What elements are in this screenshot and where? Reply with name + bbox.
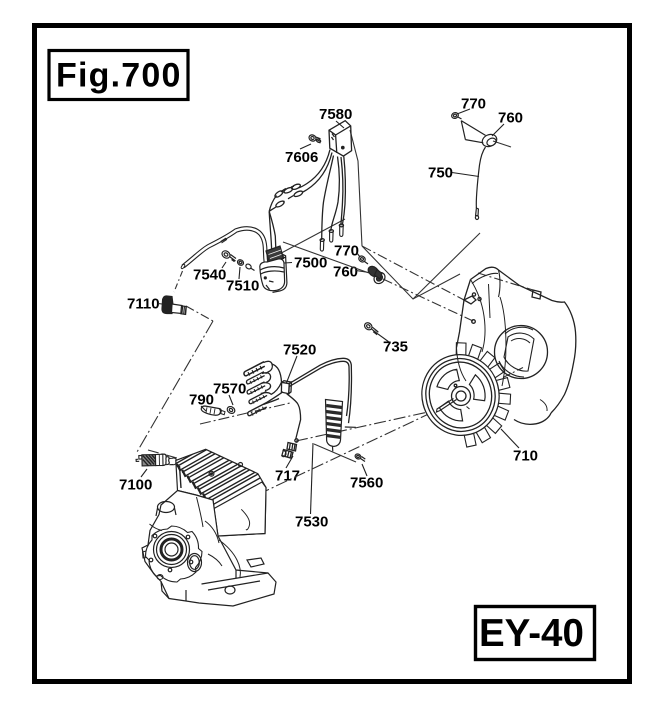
svg-text:7530: 7530 <box>295 514 328 531</box>
svg-text:760: 760 <box>333 264 358 281</box>
svg-text:735: 735 <box>383 339 408 356</box>
svg-text:7580: 7580 <box>319 106 352 123</box>
svg-text:Fig.700: Fig.700 <box>56 57 182 95</box>
svg-text:7500: 7500 <box>294 255 327 272</box>
svg-text:717: 717 <box>275 468 300 485</box>
svg-text:760: 760 <box>498 110 523 127</box>
svg-text:7540: 7540 <box>193 267 226 284</box>
svg-text:7560: 7560 <box>350 475 383 492</box>
svg-text:790: 790 <box>189 392 214 409</box>
svg-text:EY-40: EY-40 <box>479 612 584 655</box>
svg-text:750: 750 <box>428 165 453 182</box>
svg-text:7520: 7520 <box>283 342 316 359</box>
svg-text:7110: 7110 <box>127 296 160 313</box>
svg-text:7510: 7510 <box>226 278 259 295</box>
svg-text:710: 710 <box>513 448 538 465</box>
svg-text:770: 770 <box>334 243 359 260</box>
svg-text:7606: 7606 <box>285 149 318 166</box>
svg-text:7100: 7100 <box>119 477 152 494</box>
svg-text:770: 770 <box>461 96 486 113</box>
svg-text:7570: 7570 <box>213 381 246 398</box>
